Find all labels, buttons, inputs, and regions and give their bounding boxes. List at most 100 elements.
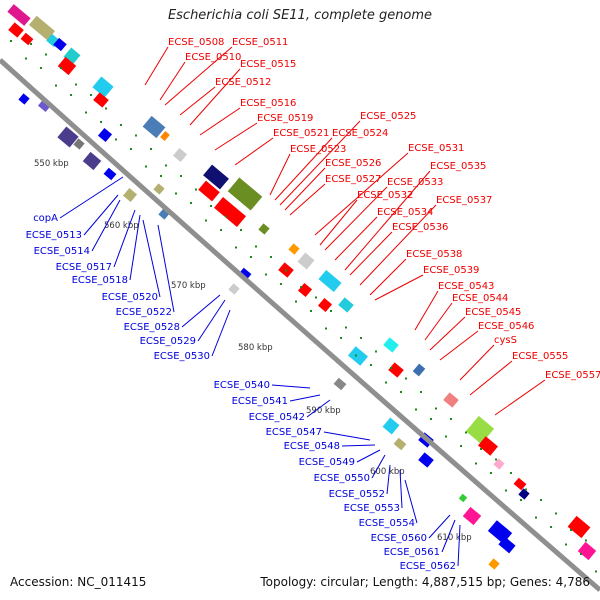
forward-gene-label[interactable]: ECSE_0533 [324, 177, 443, 251]
reverse-gene-label[interactable]: ECSE_0560 [371, 514, 451, 544]
reverse-gene-label[interactable]: ECSE_0540 [214, 380, 311, 391]
reverse-gene-label[interactable]: ECSE_0553 [344, 469, 403, 514]
gene-feature[interactable] [57, 126, 79, 148]
gene-feature[interactable] [412, 363, 426, 377]
gene-feature[interactable] [297, 252, 315, 270]
gene-feature[interactable] [393, 437, 407, 451]
forward-gene-label[interactable]: ECSE_0555 [469, 351, 568, 396]
gene-feature[interactable] [498, 536, 516, 554]
gene-feature[interactable] [567, 515, 591, 539]
gene-feature[interactable] [153, 183, 165, 195]
reverse-gene-label[interactable]: copA [33, 176, 124, 224]
reverse-gene-label[interactable]: ECSE_0552 [329, 464, 391, 500]
reverse-gene-label[interactable]: ECSE_0554 [359, 479, 418, 529]
gene-feature[interactable] [348, 346, 368, 366]
gene-feature[interactable] [227, 177, 263, 211]
gene-feature[interactable] [8, 22, 24, 38]
reverse-gene-label[interactable]: ECSE_0542 [249, 399, 331, 423]
gene-feature[interactable] [333, 377, 347, 391]
forward-gene-label[interactable]: ECSE_0525 [279, 111, 416, 206]
forward-gene-label[interactable]: ECSE_0511 [164, 37, 288, 106]
forward-gene-label[interactable]: ECSE_0524 [274, 128, 388, 201]
gene-feature[interactable] [238, 267, 252, 281]
forward-gene-label[interactable]: ECSE_0557 [494, 370, 600, 416]
gene-feature[interactable] [488, 558, 500, 570]
gene-feature[interactable] [388, 362, 404, 378]
forward-gene-label[interactable]: ECSE_0515 [189, 59, 296, 126]
gene-feature[interactable] [160, 131, 170, 141]
reverse-gene-label[interactable]: ECSE_0541 [232, 394, 321, 407]
gene-feature[interactable] [142, 115, 166, 139]
gene-feature[interactable] [28, 15, 56, 41]
forward-gene-label[interactable]: ECSE_0523 [269, 144, 346, 196]
forward-gene-label[interactable]: ECSE_0545 [429, 307, 521, 351]
gene-feature[interactable] [7, 4, 31, 26]
forward-gene-label[interactable]: ECSE_0546 [439, 321, 534, 361]
forward-gene-label[interactable]: ECSE_0538 [369, 249, 462, 296]
gene-feature[interactable] [122, 187, 138, 203]
gene-feature[interactable] [97, 127, 113, 143]
gene-feature[interactable] [288, 243, 300, 255]
gene-feature[interactable] [462, 506, 482, 526]
gene-feature[interactable] [103, 167, 117, 181]
reverse-gene-label[interactable]: ECSE_0520 [102, 219, 161, 303]
forward-gene-label[interactable]: ECSE_0516 [199, 98, 296, 136]
forward-gene-label[interactable]: ECSE_0510 [159, 52, 241, 101]
reverse-gene-label[interactable]: ECSE_0561 [384, 519, 456, 558]
gene-feature[interactable] [172, 147, 188, 163]
gene-feature[interactable] [418, 452, 434, 468]
forward-gene-label[interactable]: ECSE_0527 [289, 174, 381, 216]
gene-feature[interactable] [577, 541, 597, 561]
gene-feature[interactable] [465, 415, 495, 445]
gene-feature[interactable] [53, 37, 67, 52]
forward-gene-label[interactable]: ECSE_0532 [319, 190, 413, 246]
gene-feature[interactable] [458, 493, 468, 503]
gene-feature[interactable] [317, 297, 333, 313]
forward-gene-label[interactable]: ECSE_0539 [374, 265, 479, 301]
gene-feature[interactable] [383, 337, 399, 353]
gene-feature[interactable] [338, 297, 354, 313]
reverse-gene-label[interactable]: ECSE_0513 [26, 194, 119, 241]
forward-gene-label[interactable]: ECSE_0526 [284, 158, 381, 211]
forward-gene-label[interactable]: ECSE_0534 [334, 207, 433, 261]
reverse-gene-label[interactable]: ECSE_0562 [400, 524, 461, 572]
gene-feature[interactable] [73, 138, 85, 150]
reverse-gene-label[interactable]: ECSE_0522 [116, 224, 175, 318]
gene-feature[interactable] [18, 93, 30, 105]
gene-feature[interactable] [297, 282, 313, 298]
reverse-gene-label[interactable]: ECSE_0518 [72, 214, 141, 286]
reverse-gene-label[interactable]: ECSE_0549 [299, 449, 381, 468]
gene-feature[interactable] [382, 417, 400, 435]
gene-feature[interactable] [258, 223, 270, 235]
forward-gene-label[interactable]: ECSE_0519 [214, 113, 313, 151]
gene-feature[interactable] [198, 180, 220, 202]
gene-feature[interactable] [518, 488, 530, 500]
gene-feature[interactable] [57, 56, 77, 76]
forward-gene-label[interactable]: ECSE_0543 [414, 281, 494, 331]
gene-feature[interactable] [214, 196, 246, 228]
gene-feature[interactable] [228, 283, 240, 295]
gene-feature[interactable] [513, 477, 527, 491]
reverse-gene-label[interactable]: ECSE_0530 [154, 309, 231, 362]
gene-feature[interactable] [478, 436, 498, 456]
reverse-gene-label[interactable]: ECSE_0550 [314, 454, 386, 484]
reverse-gene-label[interactable]: ECSE_0528 [124, 294, 221, 333]
forward-gene-label[interactable]: ECSE_0521 [234, 128, 329, 166]
reverse-gene-label[interactable]: ECSE_0514 [34, 199, 121, 257]
forward-gene-label[interactable]: ECSE_0535 [344, 161, 486, 271]
gene-feature[interactable] [92, 76, 114, 98]
gene-feature[interactable] [318, 269, 342, 293]
forward-gene-label[interactable]: ECSE_0512 [179, 77, 271, 116]
gene-feature[interactable] [443, 392, 459, 408]
gene-feature[interactable] [93, 92, 109, 108]
gene-feature[interactable] [203, 164, 229, 190]
forward-gene-label[interactable]: ECSE_0536 [349, 222, 448, 276]
forward-gene-label[interactable]: ECSE_0537 [359, 195, 492, 286]
forward-gene-label[interactable]: ECSE_0544 [424, 293, 508, 341]
gene-feature[interactable] [493, 458, 505, 470]
reverse-gene-label[interactable]: ECSE_0517 [56, 209, 136, 273]
forward-gene-label[interactable]: ECSE_0508 [144, 37, 224, 86]
reverse-gene-label[interactable]: ECSE_0529 [140, 299, 226, 347]
gene-feature[interactable] [20, 32, 34, 46]
gene-feature[interactable] [82, 151, 102, 171]
